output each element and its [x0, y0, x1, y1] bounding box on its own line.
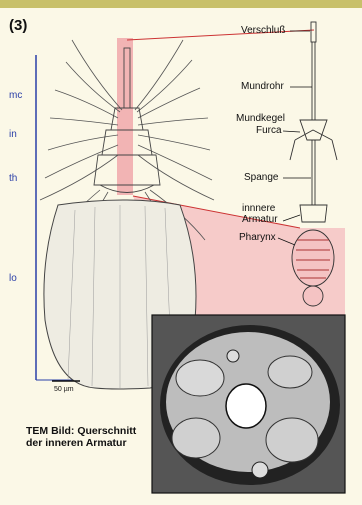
label-mundrohr: Mundrohr [241, 81, 284, 92]
zone-label-th: th [9, 173, 17, 184]
scale-bar-label: 50 µm [54, 386, 74, 393]
label-furca: Furca [256, 125, 282, 136]
zone-label-mc: mc [9, 90, 22, 101]
connector-line-top [127, 30, 314, 40]
panel-number: (3) [9, 17, 27, 34]
caption-line-2: der inneren Armatur [26, 437, 136, 449]
leader-lines [278, 31, 312, 245]
zone-label-lo: lo [9, 273, 17, 284]
caption: TEM Bild: Querschnitt der inneren Armatu… [26, 425, 136, 449]
highlight-column [117, 38, 133, 195]
label-innere-armatur-line1: innnere [242, 203, 275, 214]
mouth-apparatus [290, 22, 337, 306]
label-innere-armatur-line2: Armatur [242, 214, 278, 225]
label-pharynx: Pharynx [239, 232, 276, 243]
caption-line-1: TEM Bild: Querschnitt [26, 425, 136, 437]
zone-label-in: in [9, 129, 17, 140]
label-verschluss: Verschluß [241, 25, 285, 36]
label-mundkegel: Mundkegel [236, 113, 285, 124]
label-spange: Spange [244, 172, 278, 183]
tem-image [152, 315, 345, 493]
